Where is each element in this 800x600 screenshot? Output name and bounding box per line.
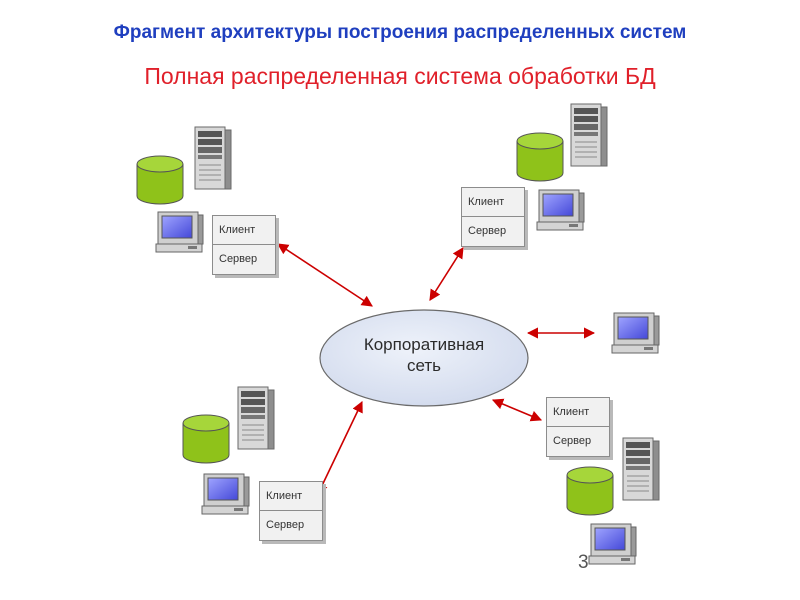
slide-title: Фрагмент архитектуры построения распреде… xyxy=(113,22,687,43)
workstation-icon xyxy=(588,523,637,565)
server-label: Сервер xyxy=(468,225,507,237)
database-icon xyxy=(182,414,230,464)
client-server-box: Клиент Сервер xyxy=(461,187,525,247)
arrow-top-right xyxy=(429,247,464,301)
database-icon xyxy=(566,466,614,516)
client-server-box: Клиент Сервер xyxy=(212,215,276,275)
arrow-bottom-left xyxy=(317,400,363,496)
server-icon xyxy=(570,103,608,167)
network-label-line1: Корпоративная xyxy=(363,335,485,354)
corporate-network-ellipse xyxy=(319,309,529,407)
server-label: Сервер xyxy=(266,519,305,531)
database-icon xyxy=(516,132,564,182)
workstation-icon xyxy=(155,211,204,253)
client-label: Клиент xyxy=(260,482,322,511)
arrow-top-left xyxy=(277,243,373,307)
client-label: Клиент xyxy=(547,398,609,427)
network-label-line2: сеть xyxy=(406,356,442,375)
server-label: Сервер xyxy=(553,435,592,447)
server-label: Сервер xyxy=(219,253,258,265)
server-icon xyxy=(237,386,275,450)
database-icon xyxy=(136,155,184,205)
node-top-right xyxy=(516,103,608,231)
network-label: Корпоративная сеть xyxy=(320,334,528,376)
slide-subtitle: Полная распределенная система обработки … xyxy=(144,63,656,89)
server-icon xyxy=(194,126,232,190)
client-server-box: Клиент Сервер xyxy=(259,481,323,541)
server-icon xyxy=(622,437,660,501)
client-label: Клиент xyxy=(213,216,275,245)
arrow-bottom-right xyxy=(491,398,543,422)
workstation-icon xyxy=(536,189,585,231)
client-label: Клиент xyxy=(462,188,524,217)
slide-number: 3 xyxy=(578,552,589,573)
client-server-box: Клиент Сервер xyxy=(546,397,610,457)
workstation-icon xyxy=(201,473,250,515)
workstation-icon xyxy=(611,312,660,354)
